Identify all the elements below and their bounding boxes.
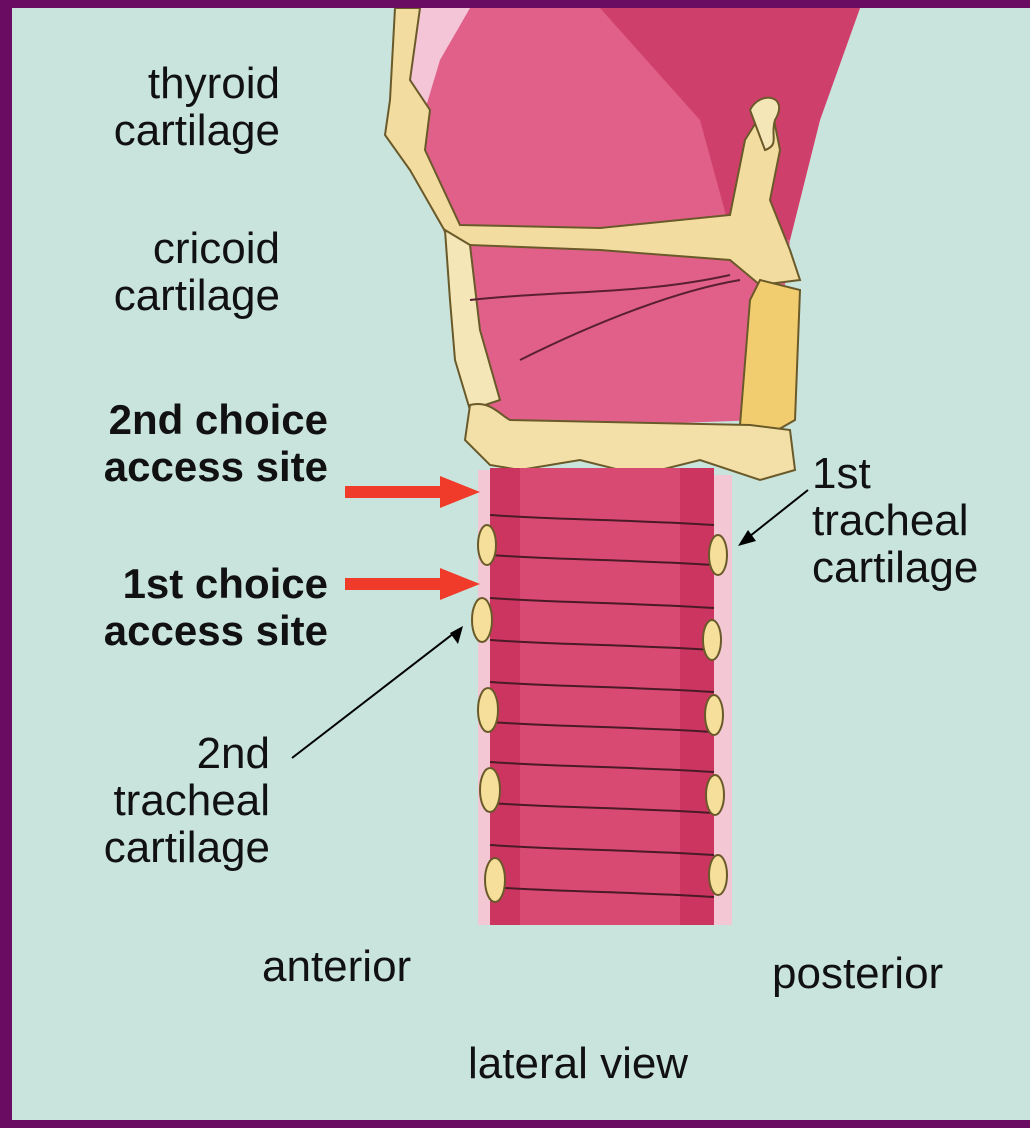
first-choice-arrow <box>345 568 480 600</box>
view-caption: lateral view <box>468 1040 688 1087</box>
first-tracheal-cartilage-label: 1st tracheal cartilage <box>812 450 1027 591</box>
second-tracheal-cartilage-label: 2nd tracheal cartilage <box>30 730 270 871</box>
first-choice-access-site-label: 1st choice access site <box>16 560 328 654</box>
thyroid-cartilage-label: thyroid cartilage <box>40 60 280 154</box>
cricoid-lamina <box>740 280 800 440</box>
trachea-lumen-shade <box>520 468 680 925</box>
second-choice-arrow <box>345 476 480 508</box>
anterior-label: anterior <box>262 943 411 990</box>
second-choice-access-site-label: 2nd choice access site <box>16 396 328 490</box>
cricoid-cartilage-label: cricoid cartilage <box>40 225 280 319</box>
first-tracheal-pointer <box>738 490 808 546</box>
posterior-label: posterior <box>772 950 943 997</box>
